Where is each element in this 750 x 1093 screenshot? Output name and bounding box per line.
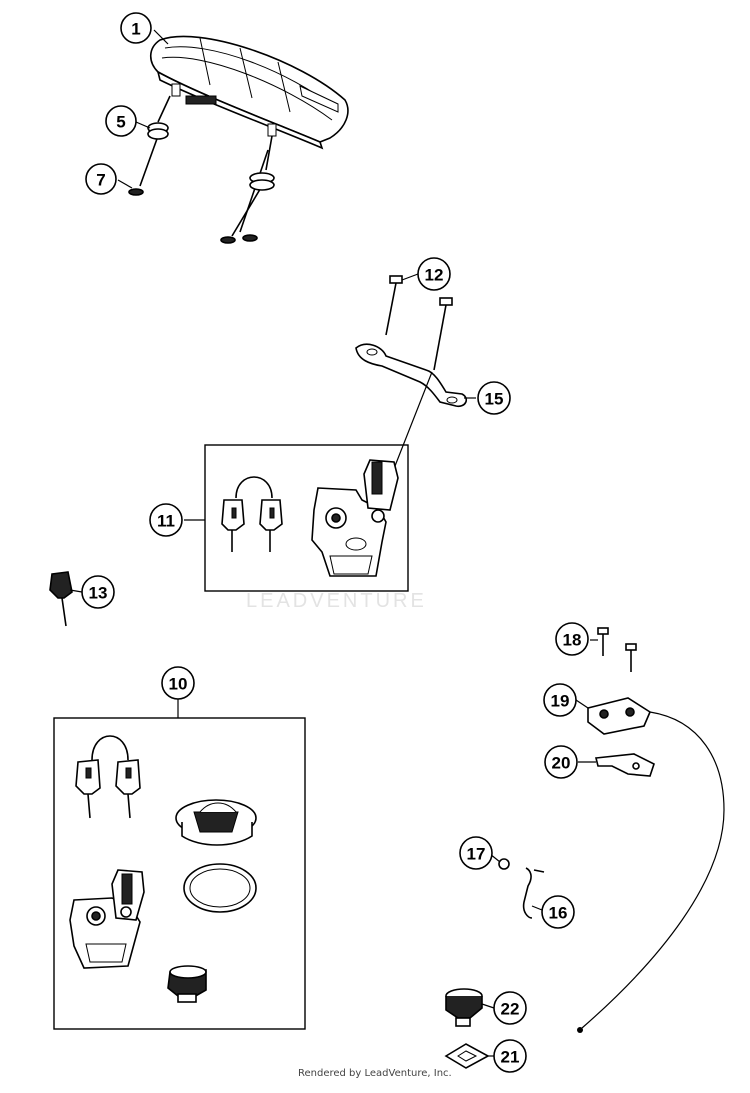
plate-bracket[interactable] — [595, 753, 655, 777]
callout-22: 22 — [493, 991, 527, 1025]
ignition-lock-set-group — [204, 444, 409, 592]
svg-text:13: 13 — [89, 584, 108, 603]
callout-12: 12 — [417, 257, 451, 291]
lock-set-group — [53, 717, 306, 1030]
fuel-cap-gasket[interactable] — [183, 863, 257, 913]
svg-text:11: 11 — [157, 512, 175, 531]
gasket-plate[interactable] — [444, 1043, 490, 1069]
svg-text:20: 20 — [552, 754, 571, 773]
svg-text:5: 5 — [116, 113, 125, 132]
ignition-keys[interactable] — [221, 476, 283, 552]
lock-set-keys[interactable] — [75, 735, 141, 819]
seat-lock[interactable] — [167, 965, 207, 1003]
callout-13: 13 — [81, 575, 115, 609]
instrument-cluster[interactable] — [149, 35, 349, 150]
svg-text:19: 19 — [551, 692, 570, 711]
svg-text:7: 7 — [96, 171, 105, 190]
svg-text:18: 18 — [563, 631, 582, 650]
lock-bracket[interactable] — [355, 343, 468, 408]
svg-text:17: 17 — [467, 845, 486, 864]
svg-text:12: 12 — [425, 266, 444, 285]
watermark-text: LEADVENTURE — [246, 590, 427, 612]
svg-text:16: 16 — [549, 904, 568, 923]
seat-release-cable[interactable] — [581, 711, 725, 1029]
cluster-mount-hardware[interactable] — [139, 95, 273, 237]
lever[interactable] — [522, 867, 545, 919]
callout-1: 1 — [120, 12, 152, 44]
callout-19: 19 — [543, 683, 577, 717]
callout-15: 15 — [477, 381, 511, 415]
cable-mount-plate[interactable] — [587, 697, 652, 735]
callout-11: 11 — [149, 503, 183, 537]
svg-text:10: 10 — [169, 675, 188, 694]
svg-text:1: 1 — [131, 20, 140, 39]
callout-21: 21 — [493, 1039, 527, 1073]
callout-5: 5 — [105, 105, 137, 137]
lock-assembly[interactable] — [445, 988, 483, 1027]
svg-text:21: 21 — [501, 1048, 520, 1067]
callout-10: 10 — [161, 666, 195, 700]
bolt-pair[interactable] — [385, 275, 453, 371]
lock-set-cylinder[interactable] — [69, 869, 145, 969]
rubber-grommet[interactable] — [147, 122, 275, 191]
cable-end — [577, 1027, 583, 1033]
callout-17: 17 — [459, 836, 493, 870]
callout-20: 20 — [544, 745, 578, 779]
clip[interactable] — [498, 858, 510, 870]
callout-18: 18 — [555, 622, 589, 656]
svg-text:15: 15 — [485, 390, 504, 409]
fuel-cap[interactable] — [175, 799, 257, 846]
ignition-lock-cylinder[interactable] — [311, 459, 399, 577]
callout-7: 7 — [85, 163, 117, 195]
svg-text:22: 22 — [501, 1000, 520, 1019]
small-screws[interactable] — [597, 627, 637, 672]
key-blank[interactable] — [49, 571, 73, 627]
cluster-screw[interactable] — [128, 188, 258, 244]
callout-16: 16 — [541, 895, 575, 929]
footer-credit: Rendered by LeadVenture, Inc. — [298, 1068, 452, 1079]
